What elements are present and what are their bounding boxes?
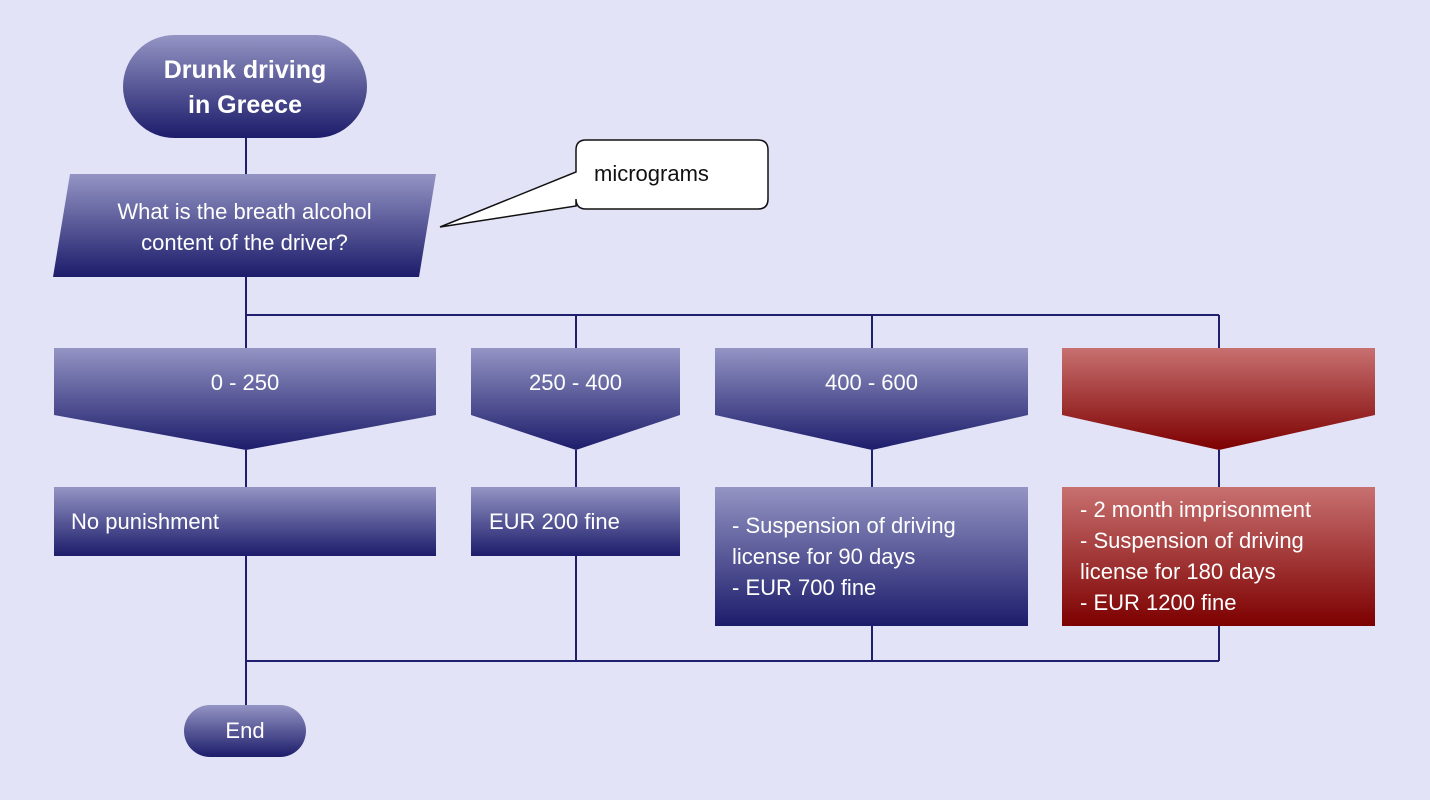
branch-range-1: 0 - 250 <box>210 370 280 395</box>
outcome-box-1 <box>54 487 436 556</box>
end-label: End <box>225 718 265 743</box>
question-label: What is the breath alcohol content of th… <box>117 199 372 255</box>
outcome-label-4: - 2 month imprisonment - Suspension of d… <box>1080 497 1312 615</box>
question-shape <box>53 174 436 277</box>
outcome-box-3 <box>715 487 1028 626</box>
title-label: Drunk driving in Greece <box>163 56 327 119</box>
title-terminator <box>123 35 367 138</box>
branch-shape-4 <box>1062 348 1375 450</box>
outcome-label-2: EUR 200 fine <box>489 509 620 534</box>
branch-range-2: 250 - 400 <box>529 370 622 395</box>
branch-shape-1 <box>54 348 436 450</box>
callout-label: micrograms <box>594 161 709 186</box>
end-terminator <box>184 705 306 757</box>
outcome-box-2 <box>471 487 680 556</box>
outcome-label-3: - Suspension of driving license for 90 d… <box>732 513 956 600</box>
outcome-box-4 <box>1062 487 1375 626</box>
branch-shape-3 <box>715 348 1028 450</box>
connectors <box>245 137 1220 706</box>
branch-shape-2 <box>471 348 680 450</box>
branch-range-3: 400 - 600 <box>825 370 918 395</box>
outcome-label-1: No punishment <box>71 509 219 534</box>
callout-bubble <box>439 139 769 228</box>
